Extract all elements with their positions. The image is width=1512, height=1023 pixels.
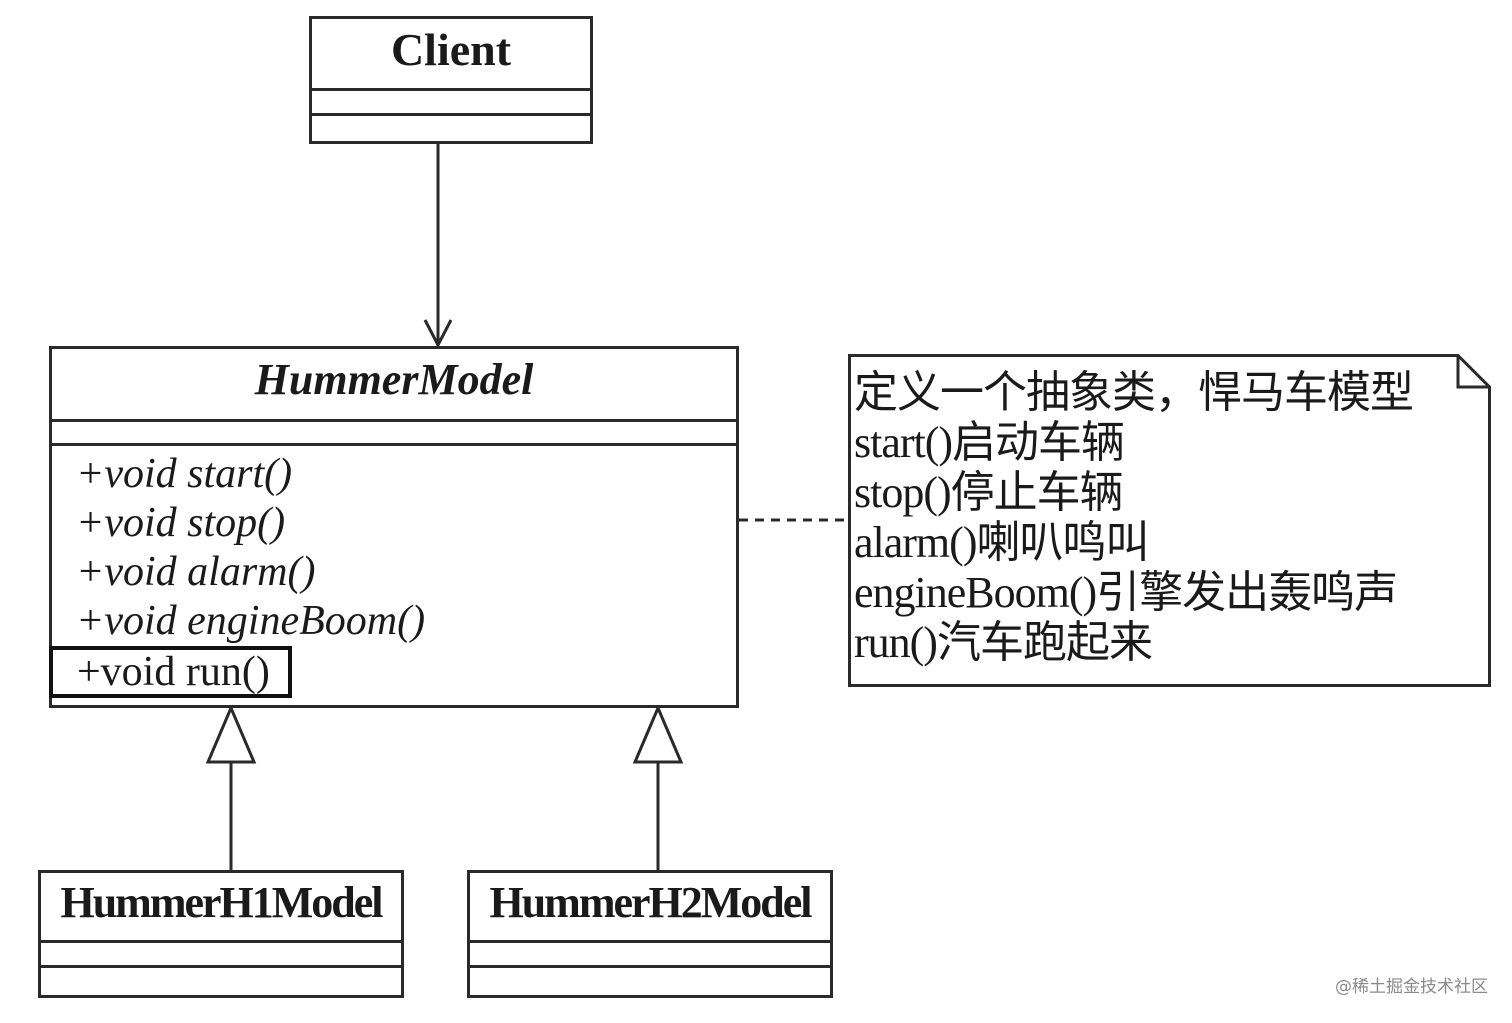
note-line: run()汽车跑起来	[854, 618, 1153, 667]
attributes-compartment	[470, 943, 830, 968]
note[interactable]: 定义一个抽象类，悍马车模型 start()启动车辆 stop()停止车辆 ala…	[848, 354, 1491, 687]
operation-start: +void start()	[76, 451, 293, 497]
generalization-triangle-h1	[205, 704, 257, 764]
operation-stop: +void stop()	[76, 500, 286, 546]
operations-compartment	[312, 116, 590, 141]
note-line: start()启动车辆	[854, 418, 1125, 467]
hummer-model-class[interactable]: HummerModel +void start() +void stop() +…	[49, 346, 739, 708]
hummer-h2-model-class[interactable]: HummerH2Model	[467, 870, 833, 998]
attributes-compartment	[312, 91, 590, 116]
attributes-compartment	[41, 943, 401, 968]
class-name: HummerH1Model	[41, 873, 401, 943]
note-line: 定义一个抽象类，悍马车模型	[854, 368, 1414, 417]
operations-compartment	[470, 968, 830, 993]
generalization-triangle-h2	[632, 704, 684, 764]
client-class[interactable]: Client	[309, 16, 593, 144]
note-line: stop()停止车辆	[854, 468, 1124, 517]
operation-engine-boom: +void engineBoom()	[76, 598, 426, 644]
operations-compartment	[41, 968, 401, 993]
operation-run: +void run()	[49, 646, 292, 698]
note-shape	[848, 354, 1491, 687]
watermark: @稀土掘金技术社区	[1335, 977, 1488, 997]
class-name: Client	[312, 19, 590, 91]
class-name: HummerH2Model	[470, 873, 830, 943]
note-line: engineBoom()引擎发出轰鸣声	[854, 568, 1398, 617]
operations-compartment: +void start() +void stop() +void alarm()…	[49, 446, 736, 698]
note-line: alarm()喇叭鸣叫	[854, 518, 1149, 567]
attributes-compartment	[52, 422, 736, 446]
operation-alarm: +void alarm()	[76, 549, 316, 595]
note-text: 定义一个抽象类，悍马车模型 start()启动车辆 stop()停止车辆 ala…	[854, 368, 1414, 668]
hummer-h1-model-class[interactable]: HummerH1Model	[38, 870, 404, 998]
dependency-arrowhead	[423, 319, 453, 349]
class-name: HummerModel	[52, 349, 736, 422]
